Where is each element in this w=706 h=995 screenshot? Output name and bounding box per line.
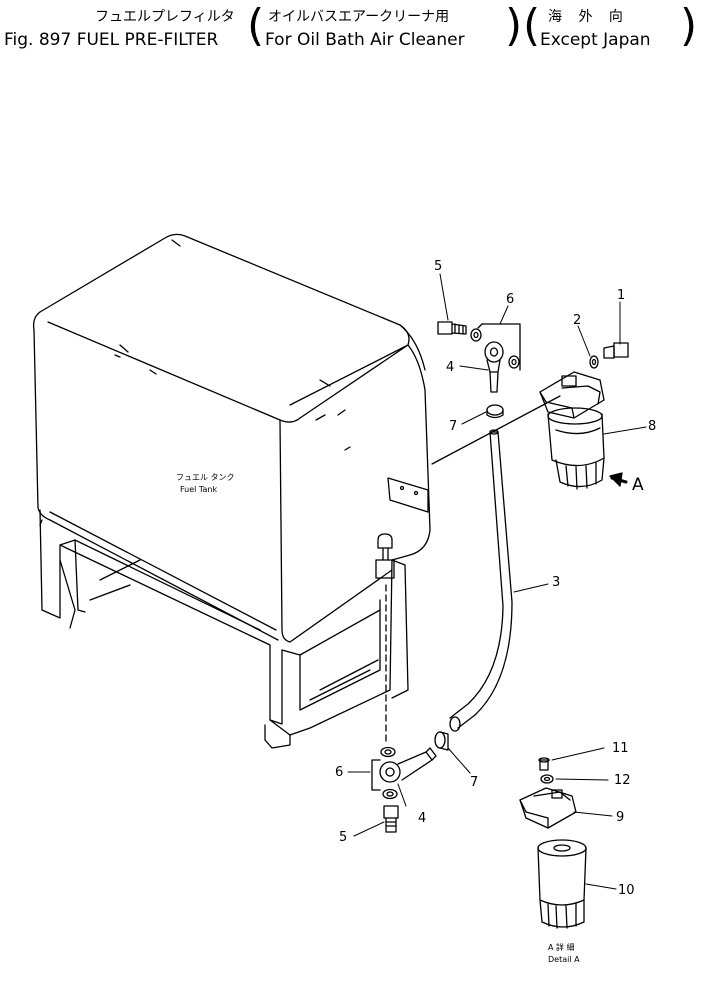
fuel-tank	[32, 233, 431, 749]
callout-7-lower: 7	[470, 775, 478, 790]
callout-12: 12	[614, 773, 631, 788]
callout-6-lower: 6	[335, 765, 343, 780]
callout-4-lower: 4	[418, 811, 426, 826]
callout-8: 8	[648, 419, 656, 434]
callout-2: 2	[573, 313, 581, 328]
title-en-main: Fig. 897 FUEL PRE-FILTER	[4, 30, 219, 50]
callout-5-upper: 5	[434, 259, 442, 274]
callout-bracket-6	[481, 323, 521, 371]
title-en-condition: For Oil Bath Air Cleaner	[265, 30, 465, 50]
detail-filter-cartridge	[537, 839, 587, 929]
paren-left: (	[247, 0, 265, 51]
lower-washer-bottom	[382, 788, 398, 800]
callout-7-upper: 7	[449, 419, 457, 434]
callout-10: 10	[618, 883, 635, 898]
callout-bracket-6b	[371, 759, 381, 791]
paren-right-2: )	[680, 0, 698, 51]
paren-right: )	[505, 0, 523, 51]
callout-5-lower: 5	[339, 830, 347, 845]
detail-washer	[540, 774, 554, 784]
title-jp-condition: オイルバスエアークリーナ用	[268, 9, 450, 25]
callout-3: 3	[552, 575, 560, 590]
lower-eye-joint	[379, 747, 437, 783]
title-jp-main: フュエルプレフィルタ	[95, 9, 235, 25]
filter-washer	[589, 355, 599, 369]
lower-washer-top	[380, 746, 396, 758]
callout-1: 1	[617, 288, 625, 303]
filter-bolt	[603, 342, 629, 359]
callout-6-upper: 6	[506, 292, 514, 307]
detail-bolt	[538, 757, 550, 771]
arrow-a-label: A	[632, 475, 644, 495]
detail-en-label: Detail A	[548, 955, 580, 964]
leader-lines	[347, 273, 647, 890]
title-jp-region: 海 外 向	[548, 9, 629, 25]
view-arrow-a	[609, 472, 628, 487]
lower-bolt-5	[383, 805, 399, 833]
tank-en-label: Fuel Tank	[180, 485, 217, 494]
upper-hose-clamp	[486, 404, 504, 419]
filter-assembly	[539, 371, 605, 490]
callout-4-upper: 4	[446, 360, 454, 375]
upper-bolt-5	[437, 321, 467, 335]
upper-washer-right	[508, 355, 520, 369]
lower-hose-clamp	[434, 731, 449, 751]
upper-eye-joint	[484, 341, 504, 393]
title-en-region: Except Japan	[540, 30, 651, 50]
paren-left-2: (	[523, 0, 541, 51]
callout-9: 9	[616, 810, 624, 825]
tank-jp-label: フュエル タンク	[176, 473, 235, 482]
callout-11: 11	[612, 741, 629, 756]
detail-filter-head	[519, 787, 577, 829]
detail-jp-label: A 詳 細	[548, 942, 575, 952]
fuel-hose	[449, 429, 513, 732]
upper-washer-left	[470, 328, 482, 342]
figure-title: フュエルプレフィルタ Fig. 897 FUEL PRE-FILTER ( オイ…	[0, 0, 706, 60]
